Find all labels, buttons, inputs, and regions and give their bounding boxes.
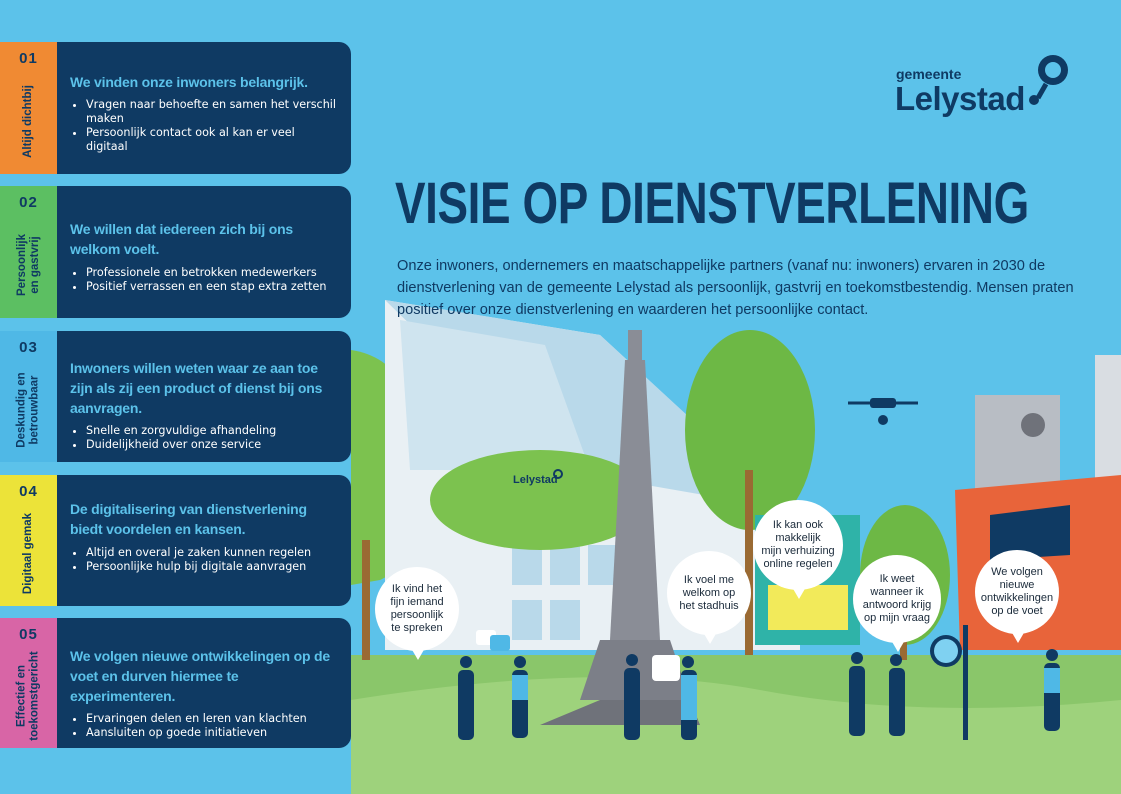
pillar-tab (0, 42, 57, 174)
pillar-point: Altijd en overal je zaken kunnen regelen (86, 546, 339, 560)
pillar-card-3: 03 Deskundig en betrouwbaar Inwoners wil… (0, 331, 351, 462)
tower-emblem (1021, 413, 1045, 437)
shirt (1044, 668, 1060, 693)
tree-mid-canopy (685, 330, 815, 530)
pillar-point: Aansluiten op goede initiatieven (86, 726, 339, 740)
pillar-point: Positief verrassen en een stap extra zet… (86, 280, 339, 294)
logo-name: Lelystad (895, 80, 1025, 117)
speech-bubble-2: Ik voel me welkom op het stadhuis (667, 551, 751, 644)
drone-icon (848, 398, 918, 425)
pillar-heading: We willen dat iedereen zich bij ons welk… (70, 221, 294, 257)
pillar-label: Digitaal gemak (22, 512, 35, 595)
pillar-label: Persoonlijk en gastvrij (15, 234, 41, 296)
tree-mid-trunk (745, 470, 753, 655)
intro-text: Onze inwoners, ondernemers en maatschapp… (397, 258, 1074, 318)
pillar-heading: De digitalisering van dienstverlening bi… (70, 501, 307, 537)
chat-icon (490, 635, 510, 651)
pillar-point: Professionele en betrokken medewerkers (86, 266, 339, 280)
pillar-point: Vragen naar behoefte en samen het versch… (86, 98, 339, 126)
pillar-label: Effectief en toekomstgericht (15, 651, 41, 741)
pillar-heading: We vinden onze inwoners belangrijk. (70, 74, 308, 90)
pillar-point: Persoonlijke hulp bij digitale aanvragen (86, 560, 339, 574)
pillar-number: 04 (19, 483, 38, 500)
pillar-number: 02 (19, 194, 38, 211)
tree-center-canopy (430, 450, 650, 550)
pillar-number: 05 (19, 626, 38, 643)
tree-left-trunk (362, 540, 370, 660)
window (512, 545, 542, 585)
pillar-tab (0, 618, 57, 748)
logo-prefix: gemeente (896, 66, 962, 82)
mug-icon (652, 655, 680, 681)
window (588, 545, 618, 585)
pillar-card-1: 01 Altijd dichtbij We vinden onze inwone… (0, 42, 351, 174)
dress (681, 675, 697, 720)
pillar-heading: Inwoners willen weten waar ze aan toe zi… (70, 360, 323, 416)
monument-statue (628, 330, 642, 362)
window (512, 600, 542, 640)
kiosk-window (768, 585, 848, 630)
pillar-point: Ervaringen delen en leren van klachten (86, 712, 339, 726)
pillar-label: Deskundig en betrouwbaar (15, 371, 41, 448)
pillar-tab (0, 475, 57, 606)
pillar-heading: We volgen nieuwe ontwikkelingen op de vo… (70, 648, 330, 704)
shirt (512, 675, 528, 700)
pillar-card-4: 04 Digitaal gemak De digitalisering van … (0, 475, 351, 606)
page-title: VISIE OP DIENSTVERLENING (395, 171, 1029, 236)
pillar-tab (0, 331, 57, 462)
pillar-card-2: 02 Persoonlijk en gastvrij We willen dat… (0, 186, 351, 318)
building-sign: Lelystad (513, 474, 558, 486)
sign-pin-icon (553, 469, 563, 479)
pillar-number: 03 (19, 339, 38, 356)
pillar-point: Duidelijkheid over onze service (86, 438, 339, 452)
monument-column (610, 360, 660, 640)
pillar-label: Altijd dichtbij (22, 84, 35, 158)
logo-pin-icon (1029, 55, 1068, 105)
grass-hill (351, 677, 1121, 794)
pillar-point: Persoonlijk contact ook al kan er veel d… (86, 126, 339, 154)
speech-bubble-5: We volgen nieuwe ontwikkelingen op de vo… (975, 550, 1059, 643)
window (550, 545, 580, 585)
pillar-point: Snelle en zorgvuldige afhandeling (86, 424, 339, 438)
window (550, 600, 580, 640)
striped-tower (1095, 355, 1121, 485)
theatre-window (990, 505, 1070, 560)
pillar-tab (0, 186, 57, 318)
monument-steps (540, 700, 700, 725)
street-clock-icon (930, 625, 968, 740)
pillar-number: 01 (19, 50, 38, 67)
pillar-card-5: 05 Effectief en toekomstgericht We volge… (0, 618, 351, 748)
speech-bubble-1: Ik vind het fijn iemand persoonlijk te s… (375, 567, 459, 660)
city-hall-glass (400, 320, 590, 470)
speech-bubble-4: Ik weet wanneer ik antwoord krijg op mij… (853, 555, 941, 652)
speech-bubble-3: Ik kan ook makkelijk mijn verhuizing onl… (753, 500, 843, 599)
